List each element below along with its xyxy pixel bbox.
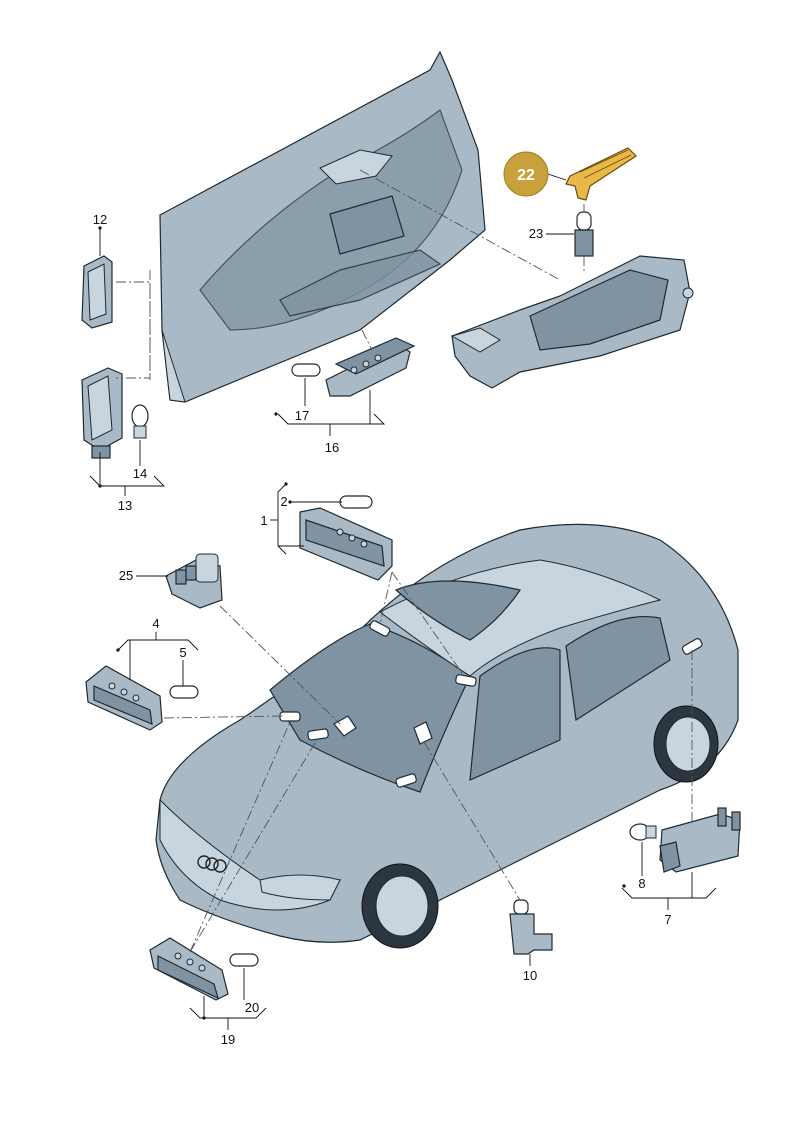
callout-1: 1 [260, 513, 267, 528]
callout-17: 17 [295, 408, 309, 423]
callout-4: 4 [152, 616, 159, 631]
car-headlight [259, 874, 341, 901]
part-4-lamp [85, 665, 163, 731]
part-23-bulb-holder [574, 211, 594, 257]
guide-lines [116, 169, 693, 953]
callout-22-badge[interactable]: 22 [503, 151, 549, 197]
part-7-lamp [659, 807, 741, 873]
leader-lines [89, 173, 717, 1030]
door-pull-console [450, 255, 694, 389]
car-light-positions [279, 620, 703, 788]
callout-8: 8 [638, 876, 645, 891]
part-12-lens [81, 255, 113, 329]
part-10-switch [509, 899, 553, 955]
part-22-light-guide[interactable] [565, 147, 637, 201]
part-20-bulb [229, 953, 259, 967]
callout-13: 13 [118, 498, 132, 513]
car-rear-wheel [653, 705, 719, 783]
callout-5: 5 [179, 645, 186, 660]
part-25-switch [165, 553, 223, 609]
callout-16: 16 [325, 440, 339, 455]
callout-10: 10 [523, 968, 537, 983]
leader-dots [98, 226, 626, 1020]
callout-20: 20 [245, 1000, 259, 1015]
car-front-wheel [361, 863, 439, 949]
part-17-bulb [291, 363, 321, 377]
part-13-lamp-housing [81, 367, 123, 459]
part-8-bulb [629, 823, 657, 841]
callout-19: 19 [221, 1032, 235, 1047]
part-5-bulb [169, 685, 199, 699]
callout-22: 22 [517, 167, 535, 184]
callout-12: 12 [93, 212, 107, 227]
part-1-lamp [299, 507, 393, 581]
car-body [155, 523, 739, 943]
callout-2: 2 [280, 494, 287, 509]
door-trim-panel [159, 50, 486, 403]
part-14-bulb [131, 404, 149, 439]
callout-23: 23 [529, 226, 543, 241]
car-emblem [197, 855, 227, 873]
callout-25: 25 [119, 568, 133, 583]
callout-14: 14 [133, 466, 147, 481]
callout-7: 7 [664, 912, 671, 927]
part-2-bulb [339, 495, 373, 509]
part-19-lamp [149, 937, 229, 1001]
part-16-lamp [325, 337, 416, 397]
